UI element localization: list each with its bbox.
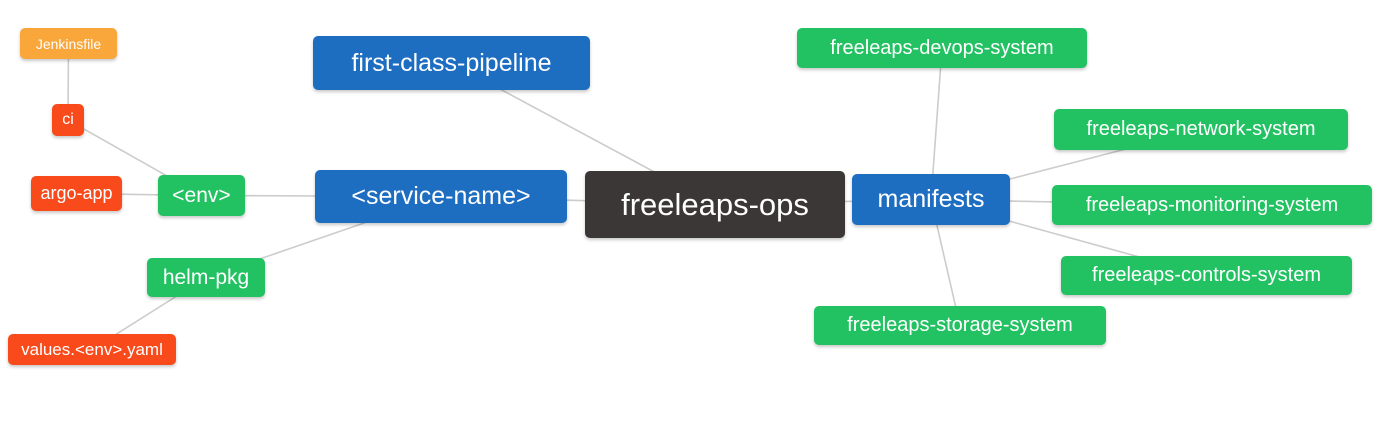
node-service-name[interactable]: <service-name> — [315, 170, 567, 223]
node-env[interactable]: <env> — [158, 175, 245, 216]
node-freeleaps-ops-root[interactable]: freeleaps-ops — [585, 171, 845, 238]
node-jenkinsfile[interactable]: Jenkinsfile — [20, 28, 117, 59]
node-first-class-pipeline[interactable]: first-class-pipeline — [313, 36, 590, 90]
node-helm-pkg[interactable]: helm-pkg — [147, 258, 265, 297]
node-argo-app[interactable]: argo-app — [31, 176, 122, 211]
node-ci[interactable]: ci — [52, 104, 84, 136]
node-freeleaps-devops-system[interactable]: freeleaps-devops-system — [797, 28, 1087, 68]
node-freeleaps-monitoring-system[interactable]: freeleaps-monitoring-system — [1052, 185, 1372, 225]
node-manifests[interactable]: manifests — [852, 174, 1010, 225]
node-freeleaps-storage-system[interactable]: freeleaps-storage-system — [814, 306, 1106, 345]
node-freeleaps-network-system[interactable]: freeleaps-network-system — [1054, 109, 1348, 150]
node-values-env-yaml[interactable]: values.<env>.yaml — [8, 334, 176, 365]
node-freeleaps-controls-system[interactable]: freeleaps-controls-system — [1061, 256, 1352, 295]
